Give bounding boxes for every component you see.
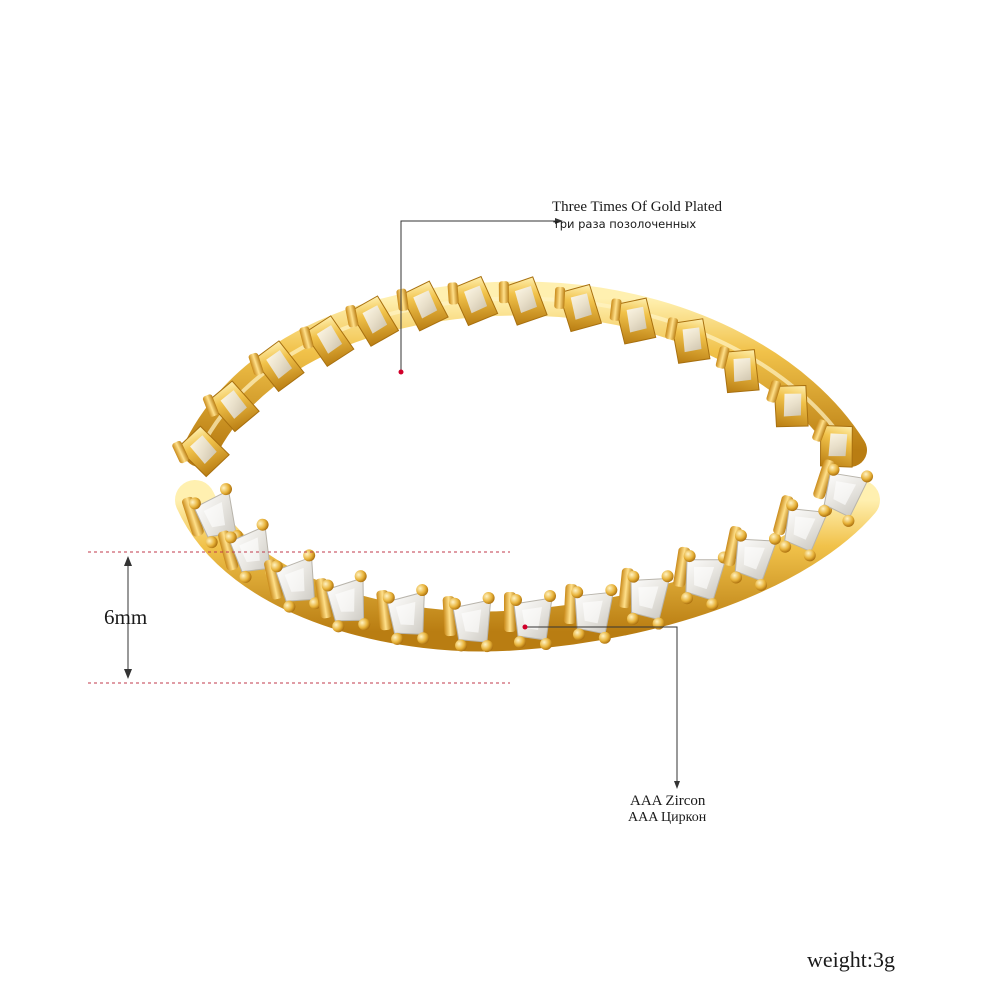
prong: [842, 514, 855, 527]
prong: [680, 592, 693, 605]
plating-leader: [398, 218, 563, 375]
prong: [188, 497, 201, 510]
plating-label: Three Times Of Gold Plated: [552, 199, 722, 215]
baguette-stone: [376, 584, 430, 645]
back-setting: [172, 425, 230, 478]
back-setting: [498, 276, 548, 326]
back-setting: [812, 419, 853, 468]
prong: [818, 504, 831, 517]
prong: [768, 532, 781, 545]
prong: [481, 640, 494, 653]
back-setting: [248, 340, 305, 393]
prong: [382, 591, 395, 604]
prong: [448, 597, 461, 610]
marker-dot: [522, 624, 528, 630]
back-setting: [766, 380, 809, 428]
prong: [786, 499, 799, 512]
prong: [514, 636, 526, 648]
prong: [270, 560, 283, 573]
prong: [572, 628, 585, 641]
back-settings: [172, 275, 853, 478]
prong: [416, 584, 429, 597]
prong: [455, 639, 468, 652]
back-setting: [715, 346, 760, 394]
prong: [354, 570, 367, 583]
back-setting: [396, 280, 449, 332]
prong: [779, 540, 792, 553]
prong: [205, 536, 218, 549]
front-stones: [182, 459, 874, 653]
baguette-stone: [264, 549, 322, 613]
prong: [755, 578, 768, 591]
height-label: 6mm: [104, 605, 148, 629]
prong: [861, 470, 874, 483]
baguette-stone: [504, 590, 556, 650]
zircon-label-ru: AAA Циркон: [628, 810, 707, 825]
plating-label-ru: три раза позолоченных: [553, 217, 697, 231]
prong: [706, 598, 719, 611]
prong: [598, 631, 611, 644]
baguette-stone: [442, 591, 495, 653]
back-setting: [554, 283, 603, 333]
prong: [540, 638, 552, 650]
prong: [734, 529, 747, 542]
prong: [510, 594, 522, 606]
prong: [627, 570, 640, 583]
prong: [256, 518, 269, 531]
baguette-stone: [773, 495, 833, 562]
prong: [683, 550, 696, 563]
arrow-head-down-icon: [124, 669, 132, 679]
back-setting: [665, 317, 711, 364]
back-setting: [609, 297, 657, 345]
prong: [661, 570, 674, 583]
baguette-stone: [813, 459, 874, 527]
arrow-head-down-icon: [674, 781, 680, 789]
height-dimension: [88, 551, 510, 684]
prong: [571, 586, 584, 599]
baguette-stone: [563, 583, 618, 644]
prong: [730, 571, 743, 584]
arrow-head-right-icon: [555, 218, 563, 224]
prong: [219, 483, 232, 496]
prong: [803, 549, 816, 562]
prong: [482, 591, 495, 604]
prong: [827, 463, 840, 476]
baguette-stone: [315, 570, 371, 633]
back-setting: [202, 380, 260, 433]
prong: [544, 590, 556, 602]
prong: [239, 570, 252, 583]
baguette-stone: [723, 525, 781, 591]
weight-label: weight:3g: [807, 947, 895, 972]
back-setting: [345, 295, 400, 347]
marker-dot: [398, 369, 404, 375]
prong: [283, 600, 296, 613]
arrow-head-up-icon: [124, 556, 132, 566]
zircon-leader: [522, 624, 680, 789]
prong: [321, 579, 334, 592]
prong: [417, 632, 430, 645]
zircon-label: AAA Zircon: [630, 793, 706, 809]
prong: [605, 584, 618, 597]
prong: [332, 620, 345, 633]
prong: [391, 632, 404, 645]
prong: [358, 618, 371, 631]
back-setting: [299, 315, 355, 368]
prong: [224, 531, 237, 544]
baguette-stone: [218, 518, 278, 583]
back-setting: [447, 275, 499, 327]
prong: [626, 612, 639, 625]
